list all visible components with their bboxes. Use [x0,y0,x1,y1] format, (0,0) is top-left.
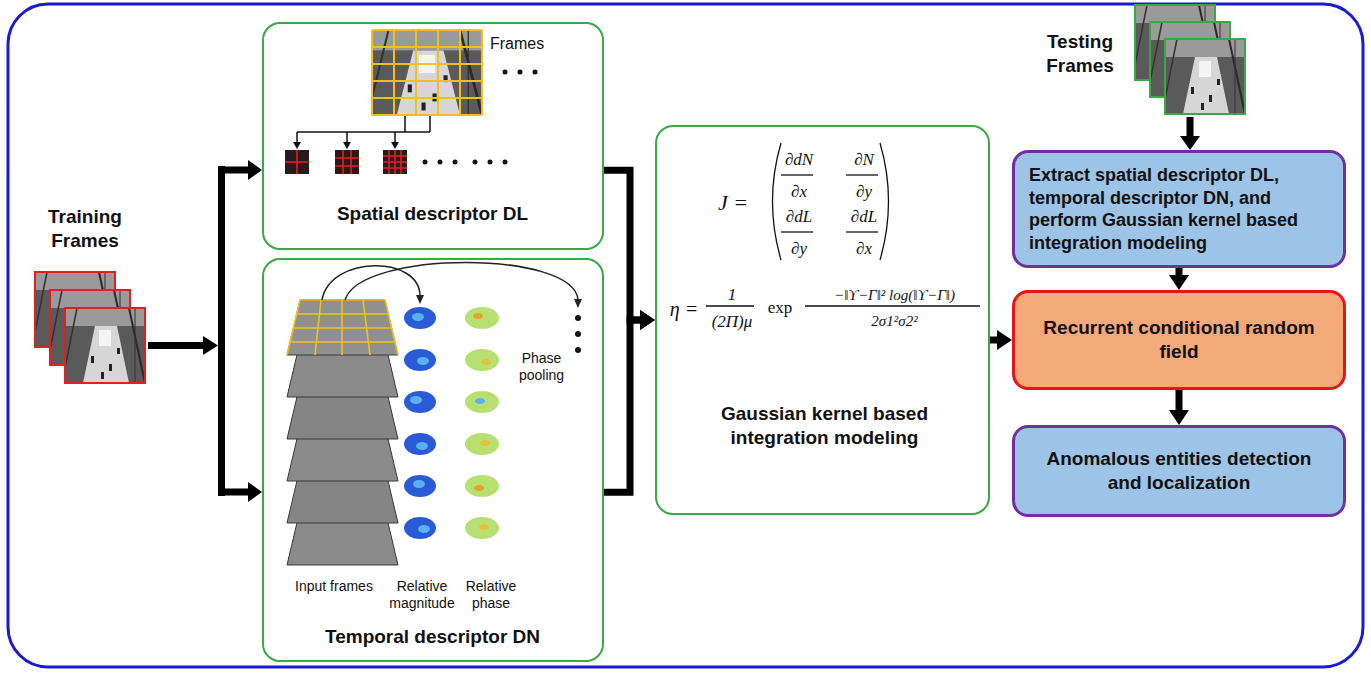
process-box: Anomalous entities detection and localiz… [1012,425,1346,517]
box-text: Anomalous entities detection and localiz… [1029,447,1329,495]
box-title: Gaussian kernel based integration modeli… [697,402,952,450]
equation-term: 1 [702,285,762,305]
equation-term: ∂dN [769,150,829,170]
connector-arrow [604,310,655,492]
process-box: Recurrent conditional random field [1012,290,1346,390]
frame-planes [287,300,398,565]
process-box: Extract spatial descriptor DL, temporal … [1012,150,1346,268]
frames-label: Training Frames [25,205,145,253]
equation-ground [656,126,989,514]
equation-strokes [706,143,980,306]
equation-term: ∂dL [769,207,829,227]
equation-term: ∂dL [834,207,894,227]
connector-arrow [1169,390,1189,425]
equation-term: ∂y [834,182,894,202]
step-caption: Phase pooling [509,350,574,384]
spatial-frame-image [372,30,482,115]
phase-maps [465,307,499,539]
frames-label: Testing Frames [1028,30,1132,78]
testing-frames-stack [1135,5,1245,114]
equation-term: 2σ1²σ2² [802,312,987,330]
step-caption: Input frames [279,578,389,595]
box-title: Temporal descriptor DN [264,625,601,649]
equation-box: J =∂dN∂x∂N∂y∂dL∂y∂dL∂xη =1(2Π)μexp−‖ϒ−Γ‖… [655,125,990,515]
equation-term: ∂x [769,182,829,202]
split-arrow [148,160,262,502]
equation-term: ∂y [769,239,829,259]
equation-term: ∂x [834,239,894,259]
input-arrow [1180,117,1200,150]
descriptor-box: Phase poolingInput framesRelative magnit… [262,258,604,662]
outer-frame [8,4,1363,667]
step-caption: Relative magnitude [382,578,462,612]
equation-term: exp [760,298,800,318]
frame-dots [503,70,538,75]
box-title: Spatial descriptor DL [264,202,601,226]
pooling-dots [575,315,581,353]
step-caption: Relative phase [460,578,522,612]
connector-arrow [1169,268,1189,290]
box-text: Recurrent conditional random field [1029,316,1329,364]
equation-term: (2Π)μ [702,312,762,332]
pooling-arc-heads [416,295,582,308]
frames-caption: Frames [490,34,560,53]
connector-arrow [604,170,655,330]
descriptor-box: FramesSpatial descriptor DL [262,22,604,250]
equation-term: −‖ϒ−Γ‖² log(‖ϒ−Γ‖) [802,286,987,304]
more-dots [423,160,508,165]
cell-leaders [297,116,430,143]
training-frames-stack [35,272,145,383]
equation-term: η = [661,297,707,321]
box-text: Extract spatial descriptor DL, temporal … [1029,164,1329,254]
equation-term: J = [699,191,767,215]
equation-term: ∂N [834,150,894,170]
connector-arrow [990,330,1012,350]
cell-patches [285,150,407,174]
cell-leader-heads [293,142,399,149]
pooling-arcs [322,263,578,301]
magnitude-maps [404,307,436,539]
